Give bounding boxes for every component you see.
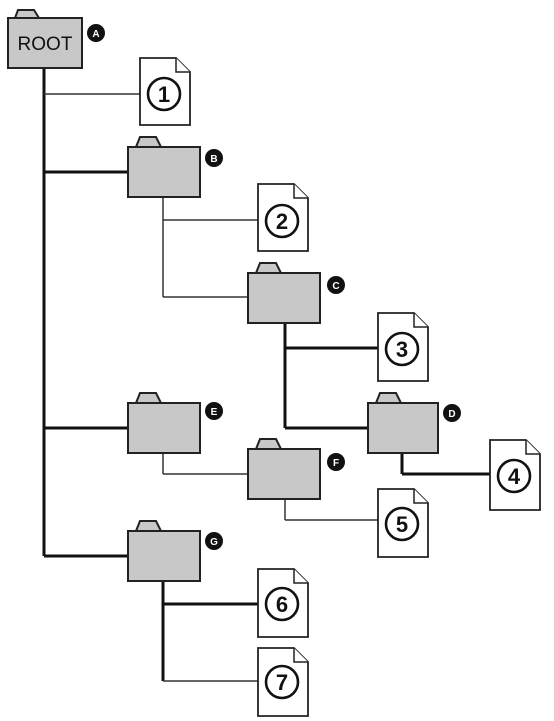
folder-f[interactable]: F [247, 438, 345, 500]
file-number-circle [496, 458, 532, 494]
folder-e-badge: E [211, 407, 218, 418]
file-number-circle [384, 506, 420, 542]
folder-tab-shape [254, 262, 283, 274]
folder-c-badge: C [332, 281, 339, 292]
file-4[interactable]: 4 [489, 439, 541, 511]
file-number-circle [264, 203, 300, 239]
connector-lines [42, 68, 490, 682]
folder-tab-shape [254, 438, 283, 450]
file-5[interactable]: 5 [377, 488, 429, 558]
folder-b-badge: B [210, 154, 217, 165]
file-fold-shape [525, 440, 540, 455]
folder-b[interactable]: B [127, 136, 223, 198]
file-3[interactable]: 3 [377, 312, 429, 382]
file-5-label: 5 [396, 512, 408, 537]
folder-icon [7, 17, 83, 69]
badge-circle [327, 453, 345, 471]
file-number-circle [264, 586, 300, 622]
folder-icon [247, 272, 321, 324]
file-7[interactable]: 7 [257, 647, 309, 717]
folder-tab-shape [134, 520, 163, 532]
badge-circle [87, 24, 105, 42]
folder-g-badge: G [210, 537, 218, 548]
folder-tab-shape [134, 392, 163, 404]
folder-icon [247, 448, 321, 500]
file-fold-shape [293, 184, 308, 199]
file-fold-shape [413, 313, 428, 328]
file-number-circle [384, 331, 420, 367]
file-6[interactable]: 6 [257, 568, 309, 638]
file-number-circle [264, 664, 300, 700]
badge-circle [443, 404, 461, 422]
folder-tab-shape [13, 9, 41, 19]
file-1[interactable]: 1 [139, 57, 191, 126]
file-4-label: 4 [508, 464, 521, 489]
folder-d[interactable]: D [367, 392, 461, 454]
folder-icon [367, 402, 439, 454]
folder-c[interactable]: C [247, 262, 345, 324]
file-3-label: 3 [396, 337, 408, 362]
badge-circle [205, 402, 223, 420]
badge-circle [205, 149, 223, 167]
folder-tab-shape [134, 136, 163, 148]
folder-icon [127, 146, 201, 198]
folder-d-badge: D [448, 409, 455, 420]
file-6-label: 6 [276, 592, 288, 617]
root-folder[interactable]: ROOT A [7, 9, 105, 69]
file-fold-shape [293, 648, 308, 663]
root-badge: A [92, 29, 99, 40]
file-number-circle [146, 76, 182, 112]
badge-circle [327, 276, 345, 294]
file-fold-shape [175, 58, 190, 73]
file-2-label: 2 [276, 209, 288, 234]
folder-f-badge: F [333, 458, 339, 469]
file-7-label: 7 [276, 670, 288, 695]
folder-icon [127, 530, 201, 582]
root-label: ROOT [18, 34, 73, 55]
folder-icon [127, 402, 201, 454]
file-2[interactable]: 2 [257, 183, 309, 252]
badge-circle [205, 532, 223, 550]
folder-g[interactable]: G [127, 520, 223, 582]
folder-e[interactable]: E [127, 392, 223, 454]
file-fold-shape [413, 489, 428, 504]
folder-tab-shape [374, 392, 403, 404]
file-fold-shape [293, 569, 308, 584]
file-1-label: 1 [158, 82, 170, 107]
